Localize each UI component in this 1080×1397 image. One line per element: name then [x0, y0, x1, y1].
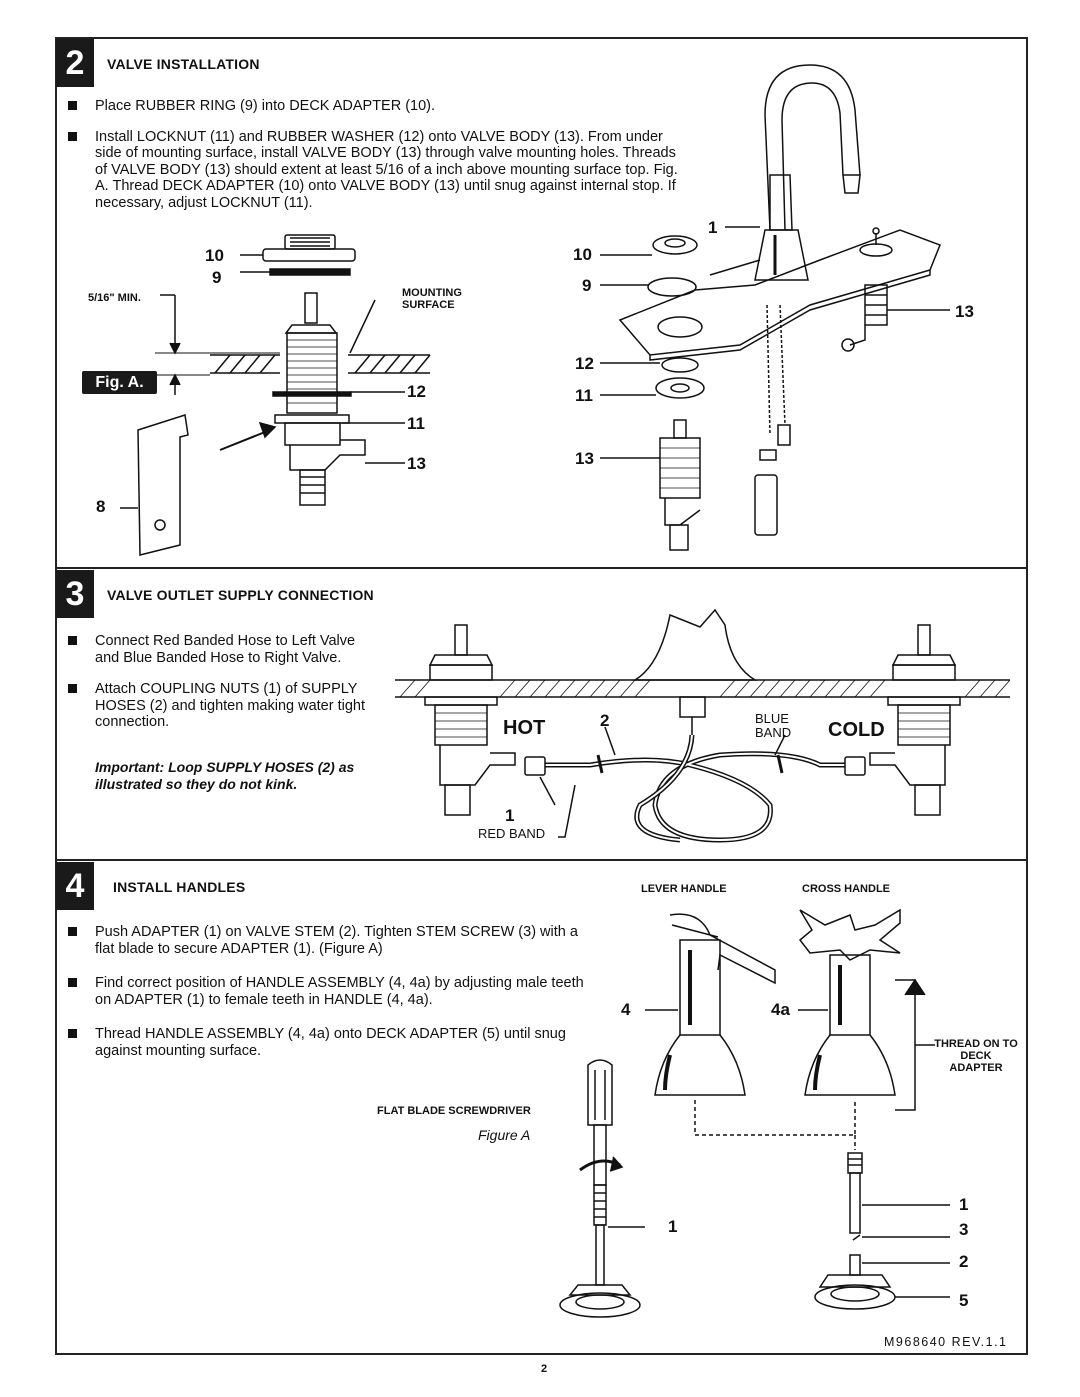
callout-9: 9	[212, 268, 222, 287]
min-dimension-label: 5/16" MIN.	[88, 292, 141, 304]
callout-13: 13	[955, 302, 974, 321]
thread-on-label: THREAD ON TO DECK ADAPTER	[934, 1038, 1018, 1074]
callout-1: 1	[708, 218, 718, 237]
bullet-item: Find correct position of HANDLE ASSEMBLY…	[68, 975, 593, 1008]
screwdriver-label: FLAT BLADE SCREWDRIVER	[377, 1105, 531, 1117]
bullet-item: Push ADAPTER (1) on VALVE STEM (2). Tigh…	[68, 924, 593, 957]
callout-12: 12	[575, 354, 594, 373]
step-instructions: Connect Red Banded Hose to Left Valve an…	[68, 633, 368, 741]
callout-13: 13	[575, 449, 594, 468]
cross-handle-label: CROSS HANDLE	[802, 883, 891, 895]
faucet-exploded-illustration	[600, 64, 950, 551]
figure-label: Fig. A.	[82, 371, 157, 394]
hot-label: HOT	[503, 717, 546, 739]
step-instructions: Place RUBBER RING (9) into DECK ADAPTER …	[68, 98, 683, 221]
step-instructions: Push ADAPTER (1) on VALVE STEM (2). Tigh…	[68, 924, 593, 1069]
mounting-surface-label: MOUNTING SURFACE	[402, 287, 462, 311]
page-number: 2	[541, 1363, 548, 1375]
callout-11: 11	[575, 386, 593, 405]
callout-10: 10	[573, 245, 592, 264]
callout-3: 3	[959, 1220, 969, 1239]
bullet-item: Attach COUPLING NUTS (1) of SUPPLY HOSES…	[68, 681, 368, 731]
callout-4a: 4a	[771, 1000, 790, 1019]
bullet-item: Place RUBBER RING (9) into DECK ADAPTER …	[68, 98, 683, 115]
callout-1: 1	[668, 1217, 678, 1236]
callout-8: 8	[96, 497, 106, 516]
callout-2: 2	[600, 711, 610, 730]
step-title: INSTALL HANDLES	[113, 879, 246, 895]
bullet-item: Connect Red Banded Hose to Left Valve an…	[68, 633, 368, 666]
callout-5: 5	[959, 1291, 969, 1310]
cold-label: COLD	[828, 719, 885, 741]
callout-4: 4	[621, 1000, 631, 1019]
handle-install-illustration	[559, 908, 950, 1318]
instruction-frame	[55, 37, 1028, 1355]
callout-1: 1	[505, 806, 515, 825]
callout-13: 13	[407, 454, 426, 473]
supply-hose-illustration	[395, 608, 1011, 843]
section-divider	[55, 567, 1028, 569]
bullet-item: Thread HANDLE ASSEMBLY (4, 4a) onto DECK…	[68, 1026, 593, 1059]
step-title: VALVE INSTALLATION	[107, 56, 260, 72]
important-note: Important: Loop SUPPLY HOSES (2) as illu…	[95, 759, 355, 792]
callout-12: 12	[407, 382, 426, 401]
figure-caption: Figure A	[478, 1127, 531, 1143]
callout-11: 11	[407, 414, 425, 433]
red-band-label: RED BAND	[478, 826, 546, 841]
step-title: VALVE OUTLET SUPPLY CONNECTION	[107, 587, 374, 603]
callout-9: 9	[582, 276, 592, 295]
blue-band-label: BLUE BAND	[755, 711, 792, 740]
step-number: 4	[56, 862, 94, 910]
lever-handle-label: LEVER HANDLE	[641, 883, 727, 895]
bullet-item: Install LOCKNUT (11) and RUBBER WASHER (…	[68, 129, 683, 212]
valve-detail-illustration	[120, 234, 431, 556]
revision-number: M968640 REV.1.1	[884, 1335, 1008, 1349]
callout-2: 2	[959, 1252, 969, 1271]
section-divider	[55, 859, 1028, 861]
step-number: 3	[56, 570, 94, 618]
callout-10: 10	[205, 246, 224, 265]
callout-1: 1	[959, 1195, 969, 1214]
step-number: 2	[56, 39, 94, 87]
